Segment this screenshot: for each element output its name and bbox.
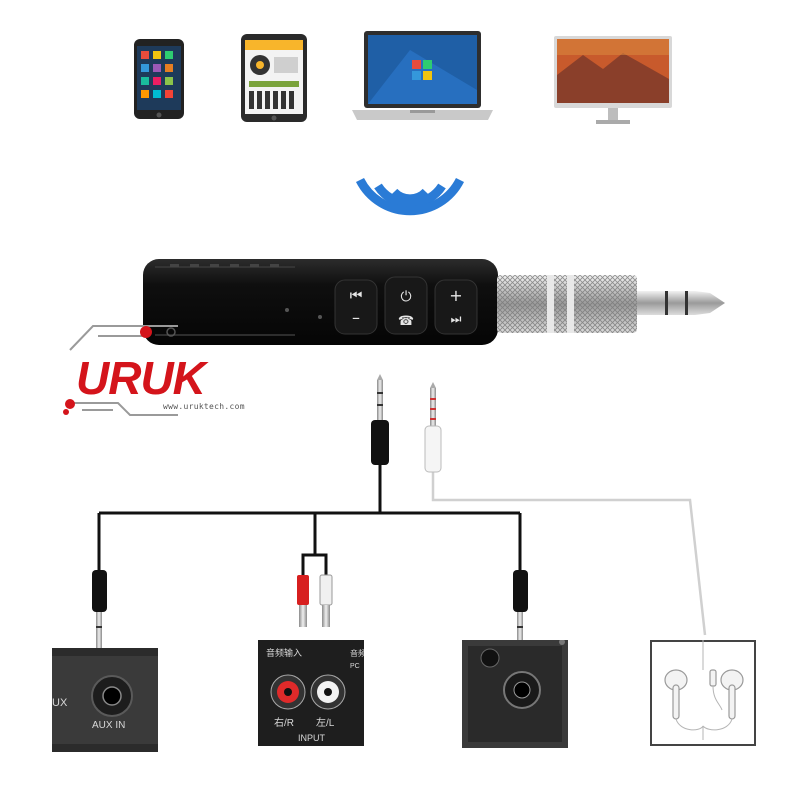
power-symbol: ⏻: [400, 289, 411, 305]
plug-speaker-icon: [513, 570, 528, 652]
wireless-signal-icon: [355, 177, 465, 216]
cable-diagram: [92, 374, 707, 652]
smartphone-icon: [134, 39, 184, 119]
earphones-icon: [650, 640, 756, 746]
aux-in-label: AUX IN: [92, 720, 125, 731]
button-power-call[interactable]: ⏻ ☎: [384, 276, 428, 335]
next-symbol: ⏭: [451, 312, 462, 326]
desktop-monitor-icon: [554, 36, 672, 124]
brand-url: www.uruktech.com: [163, 402, 245, 411]
rca-right-label: 右/R: [274, 716, 294, 729]
rca-input-panel: 音频输入 音频 PC 右/R 左/L INPUT: [258, 640, 364, 746]
aux-label-top: UX: [52, 697, 68, 709]
aux-in-panel: UX AUX IN: [52, 648, 158, 752]
aux-plug-black-icon: [371, 374, 389, 465]
rca-pc-label: PC: [350, 663, 360, 670]
speaker-jack-panel: [462, 640, 568, 748]
rca-side-label: 音频: [350, 648, 364, 658]
laptop-icon: [352, 31, 493, 120]
plug-aux-left-icon: [92, 570, 107, 652]
uruk-logo: URUK: [63, 325, 210, 416]
plug-rca-red-icon: [297, 575, 309, 627]
vol-up-symbol: +: [449, 286, 462, 305]
button-next-vol-up[interactable]: + ⏭: [434, 279, 478, 335]
tablet-icon: [241, 34, 307, 122]
rca-header-label: 音频输入: [266, 647, 302, 658]
prev-symbol: ⏮: [350, 288, 363, 304]
call-symbol: ☎: [398, 314, 414, 329]
aux-plug-white-icon: [424, 382, 442, 473]
logo-text: URUK: [76, 352, 209, 404]
plug-rca-white-icon: [319, 574, 333, 627]
button-prev-vol-down[interactable]: ⏮ –: [334, 279, 378, 335]
bluetooth-receiver: ⏮ – ⏻ ☎ + ⏭: [143, 259, 725, 345]
rca-input-label: INPUT: [298, 733, 326, 743]
rca-left-label: 左/L: [316, 716, 335, 729]
vol-down-symbol: –: [352, 308, 360, 327]
